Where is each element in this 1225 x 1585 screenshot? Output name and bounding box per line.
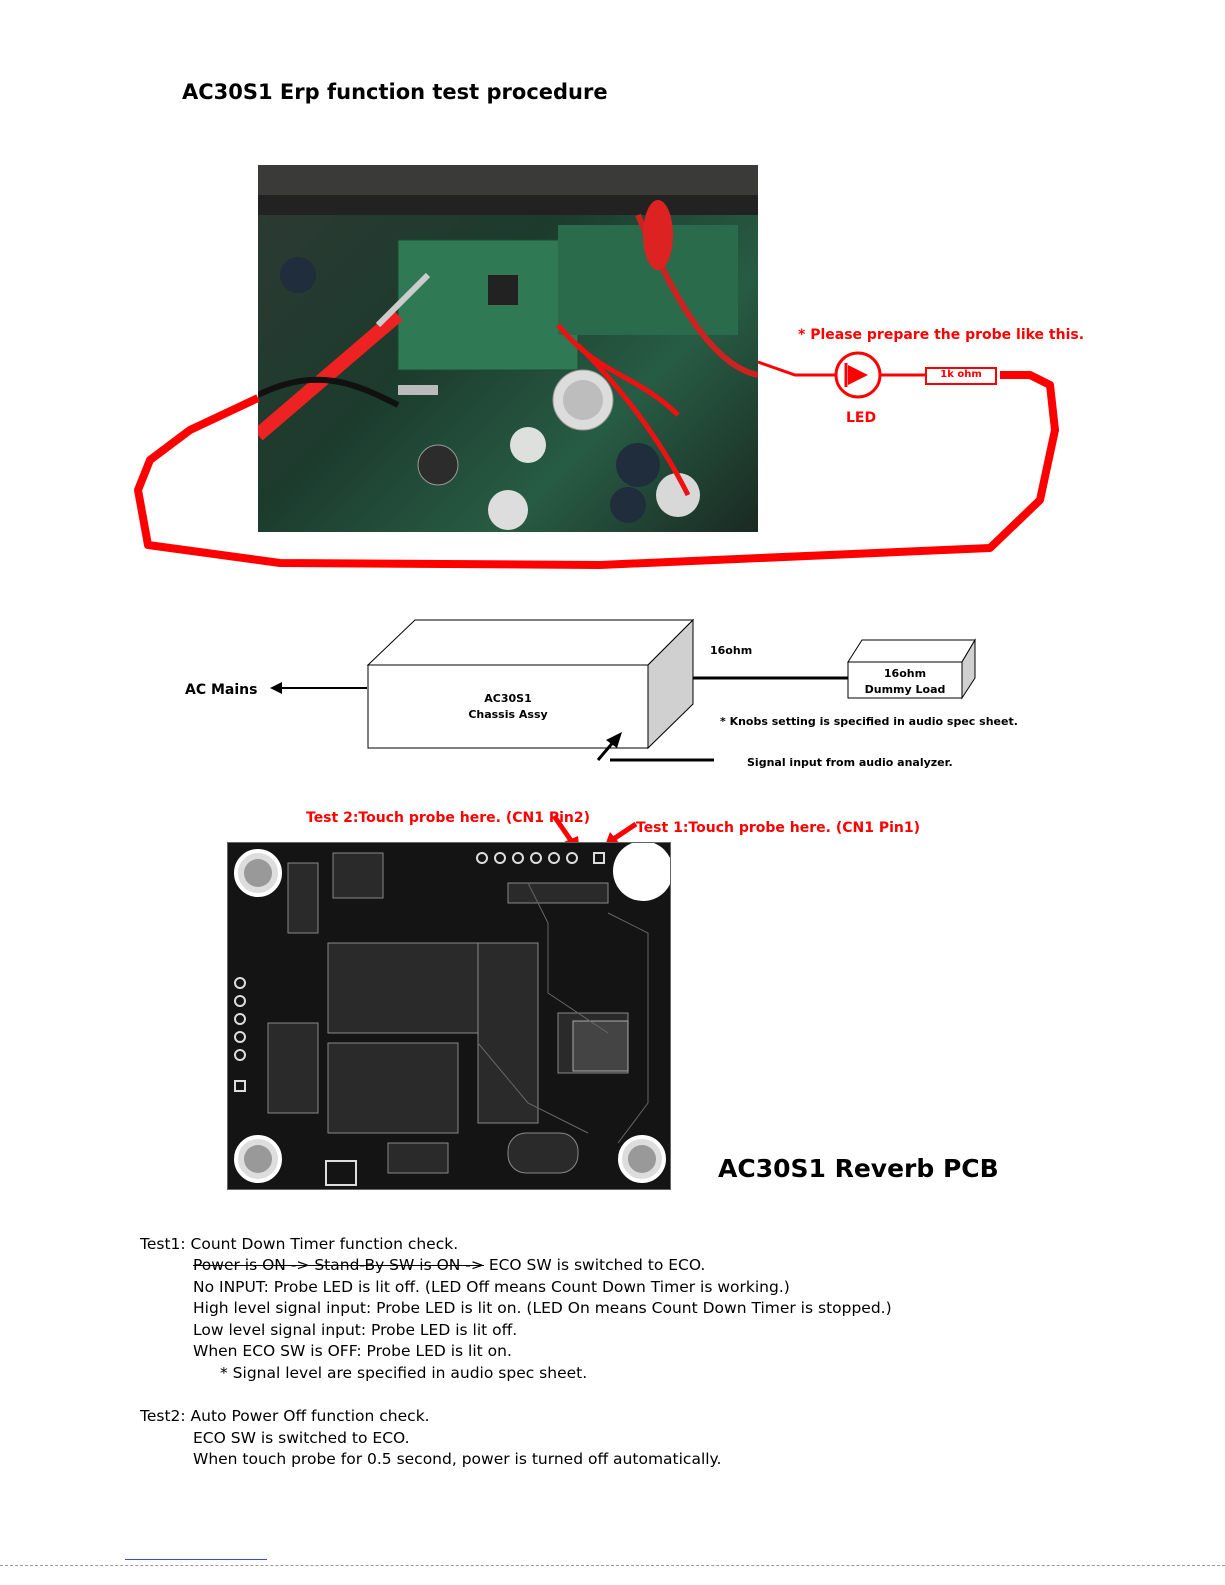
chassis-block-diagram — [270, 618, 976, 762]
resistor-symbol — [925, 367, 997, 385]
test1-probe-label: Test 1:Touch probe here. (CN1 Pin1) — [636, 820, 920, 836]
footer-link-underline — [125, 1559, 267, 1560]
test2-eco: ECO SW is switched to ECO. — [193, 1429, 410, 1447]
ac-mains-label: AC Mains — [185, 682, 258, 698]
chassis-photo-illustration — [258, 165, 758, 530]
test2-touch: When touch probe for 0.5 second, power i… — [193, 1450, 722, 1468]
probe-wire-segment — [757, 360, 835, 377]
signal-input-label: Signal input from audio analyzer. — [747, 756, 953, 769]
dummy-load-line1: 16ohm — [883, 667, 927, 680]
knobs-note: * Knobs setting is specified in audio sp… — [720, 715, 1018, 728]
test1-high-level: High level signal input: Probe LED is li… — [193, 1299, 892, 1317]
test2-probe-label: Test 2:Touch probe here. (CN1 Pin2) — [306, 810, 590, 826]
chassis-photo — [258, 165, 758, 532]
page-bottom-divider — [0, 1565, 1225, 1566]
test1-heading: Test1: Count Down Timer function check. — [140, 1235, 459, 1253]
test1-low-level: Low level signal input: Probe LED is lit… — [193, 1321, 518, 1339]
chassis-label-line2: Chassis Assy — [468, 708, 548, 721]
dummy-load-box — [847, 661, 963, 699]
reverb-pcb-image — [227, 842, 671, 1190]
test1-step-eco: Power is ON -> Stand-By SW is ON -> ECO … — [193, 1256, 705, 1274]
test1-eco-off: When ECO SW is OFF: Probe LED is lit on. — [193, 1342, 512, 1360]
resistor-label: 1k ohm — [940, 369, 982, 380]
test1-note: * Signal level are specified in audio sp… — [220, 1364, 588, 1382]
pcb-illustration — [228, 843, 670, 1189]
probe-wire-diagram — [134, 351, 1059, 569]
pcb-title: AC30S1 Reverb PCB — [718, 1154, 999, 1183]
probe-wire — [134, 371, 1059, 569]
test1-no-input: No INPUT: Probe LED is lit off. (LED Off… — [193, 1278, 790, 1296]
probe-note: * Please prepare the probe like this. — [798, 327, 1085, 343]
ohm-label: 16ohm — [710, 644, 753, 657]
page-title: AC30S1 Erp function test procedure — [182, 80, 608, 104]
test1-struck-step: Power is ON -> Stand-By SW is ON -> — [193, 1256, 484, 1274]
test1-eco-text: ECO SW is switched to ECO. — [483, 1256, 706, 1274]
chassis-label-line1: AC30S1 — [484, 692, 532, 705]
test2-heading: Test2: Auto Power Off function check. — [140, 1407, 430, 1425]
led-label: LED — [846, 410, 877, 426]
dummy-load-line2: Dummy Load — [864, 683, 946, 696]
chassis-box — [367, 664, 649, 749]
